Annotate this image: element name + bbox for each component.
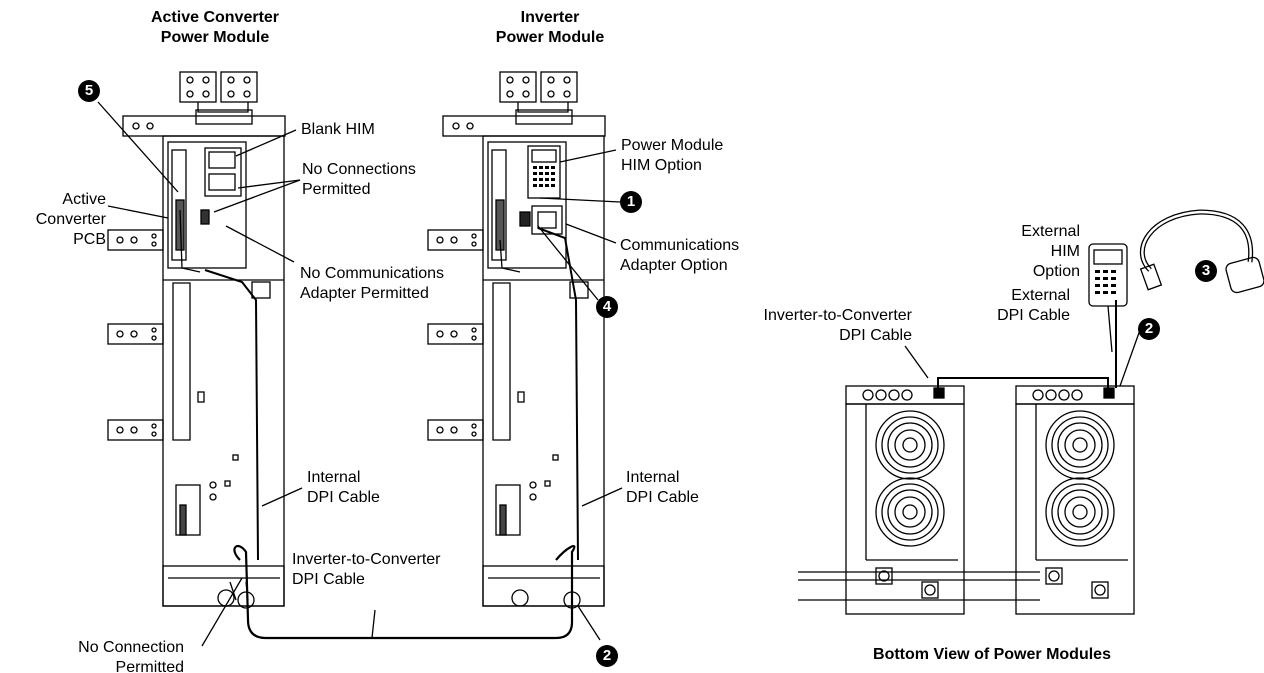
no-comm-adapter-label: No Communications Adapter Permitted xyxy=(300,265,445,302)
inv-to-conv-center-label: Inverter-to-Converter DPI Cable xyxy=(292,551,441,588)
inverter-module xyxy=(427,71,606,609)
inverter-title: Inverter Power Module xyxy=(495,9,605,46)
active-converter-title: Active Converter Power Module xyxy=(150,9,280,46)
no-connection-permitted-label: No Connection Permitted xyxy=(78,639,184,673)
bottom-view-modules xyxy=(798,209,1264,615)
external-dpi-label: External DPI Cable xyxy=(997,287,1070,324)
no-connections-permitted-label: No Connections Permitted xyxy=(302,161,416,198)
internal-dpi-right-label: Internal DPI Cable xyxy=(626,469,699,506)
callout-5: 5 xyxy=(78,80,100,102)
callout-2-right: 2 xyxy=(1138,318,1160,340)
leader-lines xyxy=(97,101,1141,647)
callout-2-bottom: 2 xyxy=(596,645,618,667)
blank-him-label: Blank HIM xyxy=(301,121,375,138)
callout-4: 4 xyxy=(596,296,618,318)
inverter-to-converter-cable xyxy=(233,544,576,640)
active-converter-pcb-label: Active Converter PCB xyxy=(35,191,106,248)
callout-1: 1 xyxy=(620,191,642,213)
active-converter-module xyxy=(107,71,286,609)
callout-3: 3 xyxy=(1195,260,1217,282)
inv-to-conv-right-label: Inverter-to-Converter DPI Cable xyxy=(763,307,913,344)
comm-adapter-option-label: Communications Adapter Option xyxy=(620,237,740,274)
internal-dpi-left-label: Internal DPI Cable xyxy=(307,469,380,506)
power-module-him-label: Power Module HIM Option xyxy=(621,137,724,174)
external-him-label: External HIM Option xyxy=(1021,223,1080,280)
bottom-view-title: Bottom View of Power Modules xyxy=(873,646,1111,663)
